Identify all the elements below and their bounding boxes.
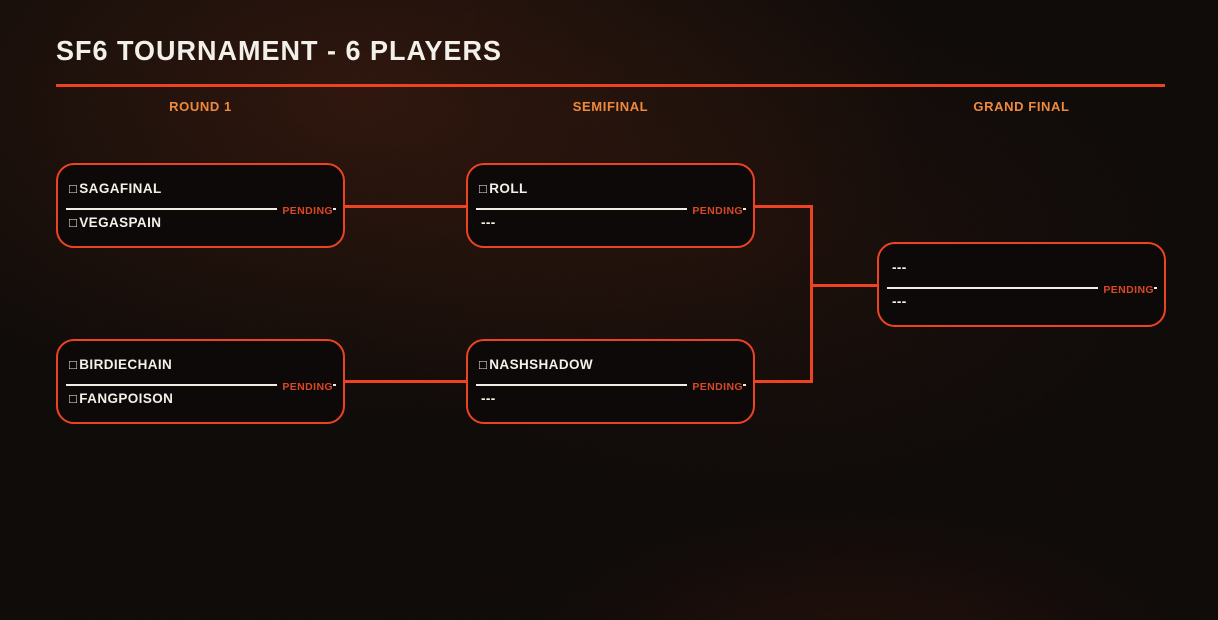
missing-glyph-icon: □ xyxy=(479,357,488,372)
match-card-round1-match2[interactable]: □ BIRDIECHAIN PENDING □ FANGPOISON xyxy=(56,339,345,424)
player-slot-top[interactable]: □ SAGAFINAL xyxy=(69,180,333,198)
missing-glyph-icon: □ xyxy=(69,215,78,230)
player-name: BIRDIECHAIN xyxy=(79,357,173,372)
column-header-semifinal: SEMIFINAL xyxy=(572,99,649,114)
connector-r1m2-sf2 xyxy=(344,380,466,383)
title-divider-rule xyxy=(56,84,1165,87)
player-name: SAGAFINAL xyxy=(79,181,162,196)
player-name: --- xyxy=(481,391,496,406)
missing-glyph-icon: □ xyxy=(69,357,78,372)
page-title: SF6 TOURNAMENT - 6 PLAYERS xyxy=(56,34,503,67)
connector-sf1-join xyxy=(754,205,813,208)
missing-glyph-icon: □ xyxy=(69,391,78,406)
match-card-semifinal-1[interactable]: □ ROLL PENDING --- xyxy=(466,163,755,248)
player-slot-top[interactable]: □ NASHSHADOW xyxy=(479,356,743,374)
player-name: VEGASPAIN xyxy=(79,215,162,230)
match-status-badge: PENDING xyxy=(687,381,743,394)
missing-glyph-icon: □ xyxy=(479,181,488,196)
player-name: --- xyxy=(892,260,907,275)
connector-sf2-join xyxy=(754,380,813,383)
player-slot-top[interactable]: □ ROLL xyxy=(479,180,743,198)
match-status-badge: PENDING xyxy=(277,381,333,394)
player-slot-top[interactable]: --- xyxy=(890,259,1154,277)
match-status-badge: PENDING xyxy=(1098,284,1154,297)
match-card-semifinal-2[interactable]: □ NASHSHADOW PENDING --- xyxy=(466,339,755,424)
match-status-badge: PENDING xyxy=(687,205,743,218)
missing-glyph-icon: □ xyxy=(69,181,78,196)
connector-r1m1-sf1 xyxy=(344,205,466,208)
connector-join-grandfinal xyxy=(810,284,877,287)
match-status-badge: PENDING xyxy=(277,205,333,218)
match-card-round1-match1[interactable]: □ SAGAFINAL PENDING □ VEGASPAIN xyxy=(56,163,345,248)
connector-vertical-join xyxy=(810,205,813,383)
column-header-grandfinal: GRAND FINAL xyxy=(973,99,1070,114)
player-name: ROLL xyxy=(489,181,528,196)
match-card-grand-final[interactable]: --- PENDING --- xyxy=(877,242,1166,327)
column-header-round1: ROUND 1 xyxy=(169,99,232,114)
player-name: --- xyxy=(481,215,496,230)
player-name: NASHSHADOW xyxy=(489,357,594,372)
player-slot-top[interactable]: □ BIRDIECHAIN xyxy=(69,356,333,374)
player-name: --- xyxy=(892,294,907,309)
player-name: FANGPOISON xyxy=(79,391,174,406)
